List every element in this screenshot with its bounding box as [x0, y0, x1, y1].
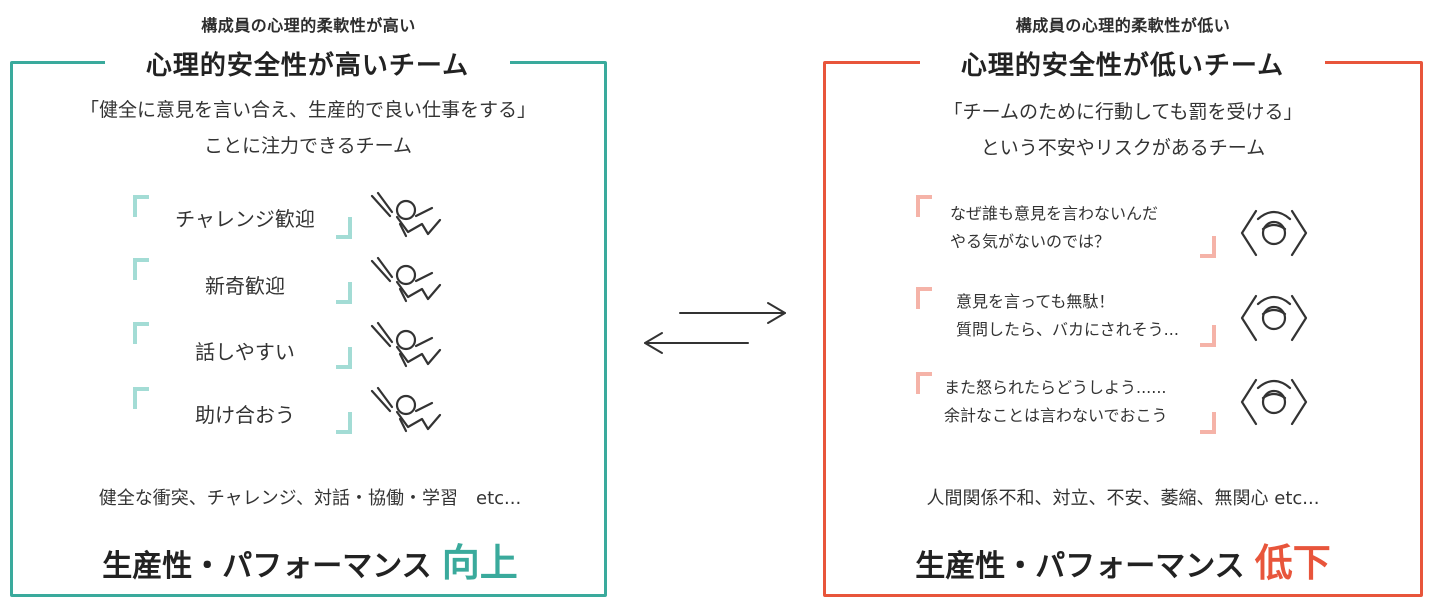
quote-open-mark — [916, 372, 932, 394]
high-item-text: 新奇歓迎 — [205, 274, 285, 298]
low-desc-line2: という不安やリスクがあるチーム — [980, 137, 1266, 159]
relaxed-person-icon — [370, 191, 442, 238]
quote-open-mark — [916, 287, 932, 309]
low-item-line2: やる気がないのでは？ — [950, 232, 1111, 251]
high-item-text: チャレンジ歓迎 — [175, 207, 315, 231]
low-item-line1: 意見を言っても無駄！ — [956, 292, 1115, 311]
low-item-line2: 質問したら、バカにされそう... — [956, 320, 1179, 339]
low-title: 心理的安全性が低いチーム — [920, 45, 1325, 82]
quote-close-mark — [1200, 325, 1216, 347]
high-subtitle: 構成員の心理的柔軟性が高い — [201, 16, 416, 35]
high-desc-line1: 「健全に意見を言い合え、生産的で良い仕事をする」 — [79, 99, 536, 121]
low-result: 生産性・パフォーマンス低下 — [843, 532, 1403, 587]
high-desc-line2: ことに注力できるチーム — [203, 135, 413, 157]
relaxed-person-icon — [370, 321, 442, 368]
low-item-line2: 余計なことは言わないでおこう — [944, 406, 1168, 425]
anxious-person-icon — [1240, 378, 1308, 426]
quote-open-mark — [133, 322, 149, 344]
anxious-person-icon — [1240, 209, 1308, 257]
relaxed-person-icon — [370, 256, 442, 303]
quote-close-mark — [336, 217, 352, 239]
exchange-arrows-icon — [644, 302, 786, 354]
quote-open-mark — [133, 258, 149, 280]
quote-close-mark — [336, 282, 352, 304]
low-item-line1: なぜ誰も意見を言わないんだ — [950, 204, 1159, 223]
high-item-text: 助け合おう — [195, 403, 295, 427]
quote-close-mark — [336, 412, 352, 434]
quote-close-mark — [336, 347, 352, 369]
low-desc-line1: 「チームのために行動しても罰を受ける」 — [943, 101, 1303, 123]
high-title: 心理的安全性が高いチーム — [105, 45, 510, 82]
relaxed-person-icon — [370, 386, 442, 433]
high-summary: 健全な衝突、チャレンジ、対話・協働・学習 etc... — [98, 488, 522, 509]
low-subtitle: 構成員の心理的柔軟性が低い — [1015, 16, 1231, 35]
quote-open-mark — [133, 195, 149, 217]
low-item-line1: また怒られたらどうしよう...... — [944, 378, 1167, 397]
low-result-emphasis: 低下 — [1254, 541, 1331, 585]
low-summary: 人間関係不和、対立、不安、萎縮、無関心 etc... — [926, 488, 1320, 509]
low-result-main: 生産性・パフォーマンス — [915, 549, 1245, 584]
high-result-emphasis: 向上 — [441, 541, 518, 585]
quote-open-mark — [916, 195, 932, 217]
quote-close-mark — [1200, 236, 1216, 258]
high-item-text: 話しやすい — [195, 340, 295, 364]
high-result-main: 生産性・パフォーマンス — [102, 549, 432, 584]
high-result: 生産性・パフォーマンス向上 — [30, 532, 590, 587]
quote-close-mark — [1200, 412, 1216, 434]
anxious-person-icon — [1240, 294, 1308, 342]
quote-open-mark — [133, 387, 149, 409]
